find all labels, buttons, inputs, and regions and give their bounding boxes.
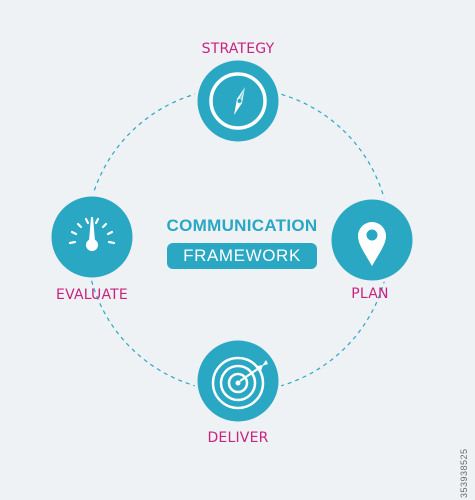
plan-label: PLAN — [351, 286, 389, 302]
strategy-inner-ring — [209, 72, 267, 130]
gauge-icon — [68, 217, 116, 251]
evaluate-label: EVALUATE — [56, 287, 128, 303]
target-icon — [211, 356, 268, 410]
deliver-label: DELIVER — [207, 430, 269, 446]
compass-icon — [234, 87, 245, 115]
evaluate-node — [48, 193, 136, 281]
location-pin-icon — [358, 222, 386, 266]
strategy-label: STRATEGY — [201, 41, 275, 57]
framework-title: COMMUNICATION — [166, 216, 318, 235]
stock-id-watermark: 353938525 — [459, 448, 469, 498]
framework-subtitle-pill: FRAMEWORK — [167, 243, 317, 269]
deliver-node — [194, 337, 282, 425]
framework-subtitle: FRAMEWORK — [183, 246, 301, 265]
strategy-node — [194, 57, 282, 145]
plan-node — [328, 196, 416, 284]
